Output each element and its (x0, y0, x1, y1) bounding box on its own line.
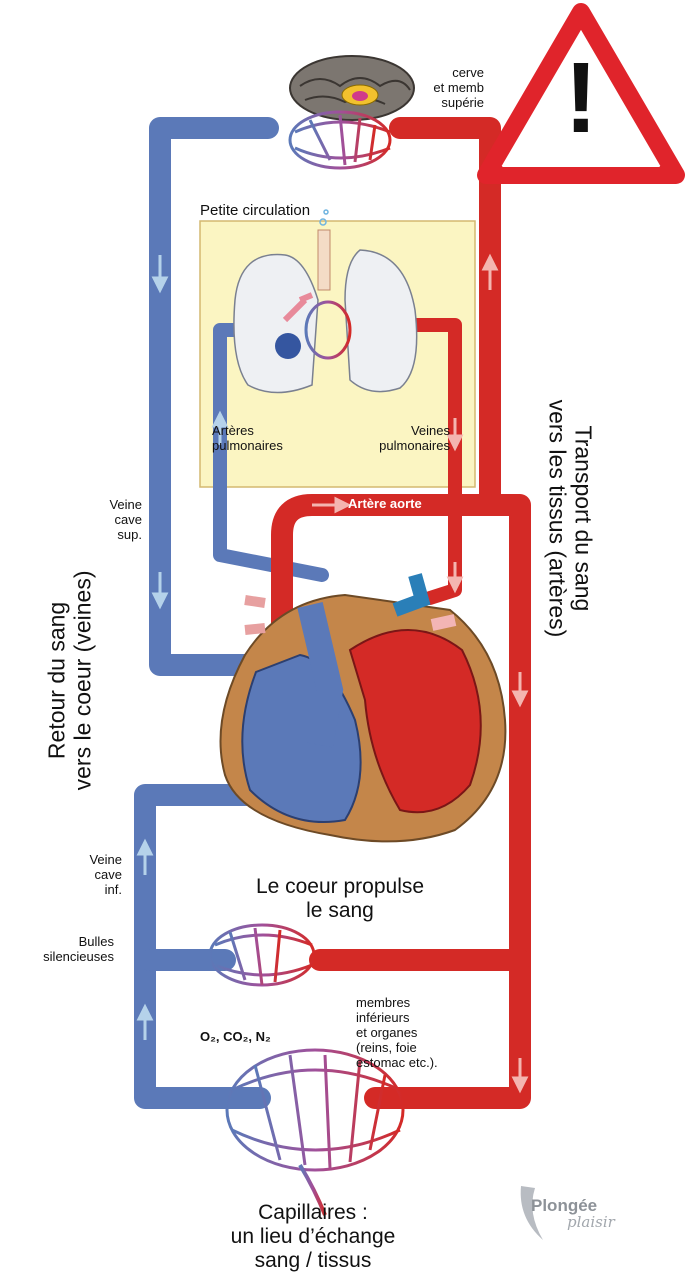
label-capillaires: Capillaires : un lieu d’échange sang / t… (200, 1201, 426, 1273)
label-bulles: Bulles silencieuses (28, 935, 114, 965)
label-veine-cave-inf: Veine cave inf. (60, 853, 122, 898)
label-veine-cave-sup: Veine cave sup. (70, 498, 142, 543)
label-veines-pulmonaires: Veines pulmonaires (360, 424, 450, 454)
capillary-bottom (227, 1050, 403, 1215)
capillary-top (290, 112, 390, 168)
heart-illustration (221, 575, 506, 841)
label-transport-line1: Transport du sang (570, 378, 596, 658)
label-arteres-pulmonaires: Artères pulmonaires (212, 424, 283, 454)
label-membres: membres inférieurs et organes (reins, fo… (356, 996, 438, 1071)
label-transport: Transport du sang vers les tissus (artèr… (544, 378, 597, 658)
warning-exclamation: ! (551, 48, 611, 148)
label-coeur: Le coeur propulse le sang (240, 875, 440, 923)
plongee-plaisir-logo: Plongée plaisir (513, 1178, 623, 1248)
label-gases: O₂, CO₂, N₂ (200, 1030, 271, 1045)
brain-illustration (290, 56, 414, 120)
label-brain: cerve et memb supérie (400, 66, 484, 111)
label-artere-aorte: Artère aorte (348, 497, 422, 512)
logo-line2: plaisir (567, 1214, 615, 1231)
label-retour: Retour du sang vers le coeur (veines) (44, 545, 97, 815)
label-transport-line2: vers les tissus (artères) (544, 378, 570, 658)
label-retour-line2: vers le coeur (veines) (70, 545, 96, 815)
label-petite-circulation: Petite circulation (200, 202, 310, 219)
label-retour-line1: Retour du sang (44, 545, 70, 815)
